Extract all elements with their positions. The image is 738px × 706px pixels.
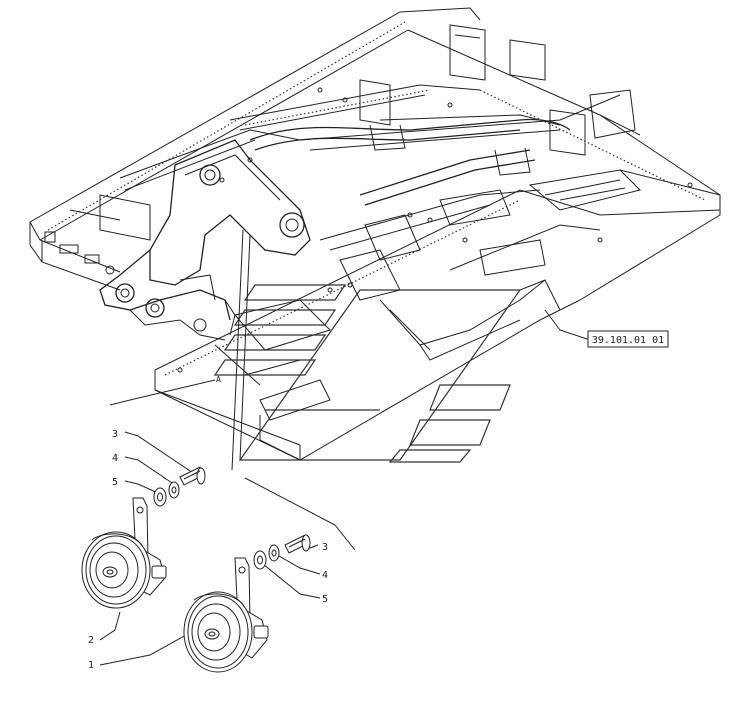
leader-2	[99, 611, 121, 641]
watermark-logo	[213, 284, 522, 463]
leader-right-5	[257, 559, 321, 599]
leader-ref-box	[544, 309, 591, 341]
leader-mark-a	[109, 379, 216, 406]
washer-icon	[153, 487, 167, 507]
callout-labels: 39.101.01 01 3 4 5 3 4 5 2 1 A	[88, 330, 669, 671]
chassis-frame	[29, 7, 721, 461]
leader-left-group	[231, 229, 244, 471]
mark-a: A	[216, 375, 221, 384]
leader-left-group-2	[239, 234, 251, 461]
callout-1: 1	[88, 660, 94, 671]
washer-icon	[168, 481, 180, 499]
leader-left-3	[124, 431, 197, 476]
callout-left-3: 3	[112, 429, 118, 440]
callout-left-4: 4	[112, 453, 118, 464]
leader-left-5	[124, 480, 161, 495]
leader-lines	[99, 229, 591, 666]
callout-2: 2	[88, 635, 94, 646]
reference-label[interactable]: 39.101.01 01	[592, 335, 664, 346]
reference-box[interactable]	[587, 330, 669, 348]
horn-icon	[183, 557, 269, 673]
callout-right-4: 4	[322, 570, 328, 581]
loader-boom	[99, 139, 311, 341]
leader-1	[99, 629, 196, 666]
horn-icon	[81, 497, 167, 609]
fastener-set-right	[253, 534, 311, 570]
washer-icon	[268, 544, 280, 562]
bolt-icon	[179, 466, 206, 486]
callout-right-5: 5	[322, 594, 328, 605]
bolt-icon	[284, 534, 311, 554]
fastener-set-left	[153, 466, 206, 507]
washer-icon	[253, 550, 267, 570]
leader-left-4	[124, 456, 179, 488]
callout-left-5: 5	[112, 477, 118, 488]
callout-right-3: 3	[322, 542, 328, 553]
leader-right-4	[271, 551, 321, 575]
leader-right-group	[244, 477, 356, 551]
